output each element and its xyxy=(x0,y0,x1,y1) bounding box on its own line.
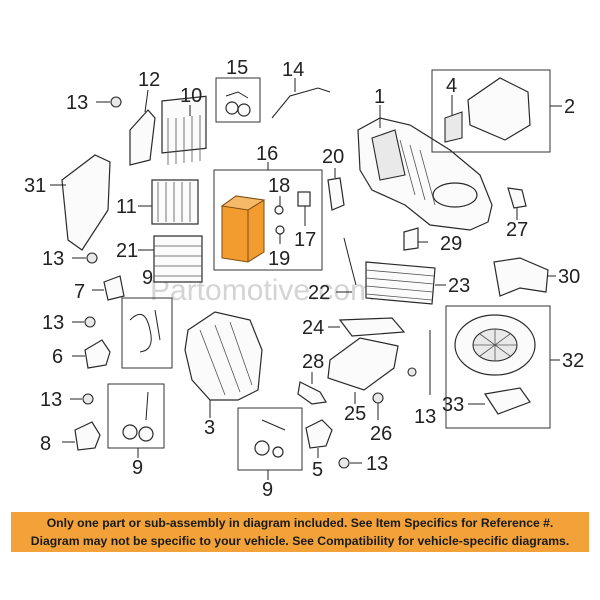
callout-13c: 13 xyxy=(42,312,64,334)
callout-16: 16 xyxy=(256,143,278,165)
callout-labels: 1 2 3 4 5 6 7 8 9 9 9 10 11 12 13 13 13 … xyxy=(24,57,584,501)
callout-31: 31 xyxy=(24,175,46,197)
callout-1: 1 xyxy=(374,86,385,108)
part-bracket-12 xyxy=(129,109,156,166)
part-hose-14 xyxy=(271,87,331,119)
part-heater-core-10 xyxy=(161,95,207,165)
callout-13f: 13 xyxy=(414,406,436,428)
callout-13e: 13 xyxy=(366,453,388,475)
callout-27: 27 xyxy=(506,219,528,241)
part-tube-22 xyxy=(343,237,357,286)
callout-6: 6 xyxy=(52,346,63,368)
leader-12 xyxy=(144,89,149,113)
part-linkage-9a xyxy=(129,309,161,353)
callout-22: 22 xyxy=(308,282,330,304)
part-actuator-5 xyxy=(305,419,333,449)
callout-12: 12 xyxy=(138,69,160,91)
callout-26: 26 xyxy=(370,423,392,445)
callout-8: 8 xyxy=(40,433,51,455)
callout-9b: 9 xyxy=(132,457,143,479)
callout-15: 15 xyxy=(226,57,248,79)
box-9b xyxy=(107,383,165,449)
box-15 xyxy=(215,77,261,123)
callout-13d: 13 xyxy=(40,389,62,411)
part-duct-30 xyxy=(493,257,549,297)
part-valve-17 xyxy=(297,191,311,207)
callout-11: 11 xyxy=(116,196,137,218)
part-expansion-valve-highlighted xyxy=(220,195,266,263)
disclaimer-line-1: Only one part or sub-assembly in diagram… xyxy=(46,516,554,530)
part-cabin-filter-23 xyxy=(365,261,436,305)
box-9a xyxy=(121,297,173,369)
box-2 xyxy=(431,69,551,153)
box-9c xyxy=(237,407,303,471)
part-linkage-9b xyxy=(122,391,154,442)
part-door-assembly xyxy=(444,77,531,143)
part-tray-25 xyxy=(327,337,399,391)
callout-24: 24 xyxy=(302,317,324,339)
part-bolt-13b xyxy=(72,252,98,264)
callout-18: 18 xyxy=(268,175,290,197)
callout-2: 2 xyxy=(564,96,575,118)
callout-3: 3 xyxy=(204,417,215,439)
part-filter-21 xyxy=(153,235,203,283)
part-clip-7 xyxy=(103,275,125,301)
part-blower-motor-32 xyxy=(454,314,536,376)
part-hvac-case xyxy=(357,117,493,231)
callout-7: 7 xyxy=(74,281,85,303)
part-clips-15 xyxy=(225,91,251,117)
part-plate-24 xyxy=(338,317,406,337)
part-bolt-13a xyxy=(96,96,122,108)
part-o-ring-18 xyxy=(274,205,284,215)
part-resistor-33 xyxy=(484,387,531,415)
callout-28: 28 xyxy=(302,351,324,373)
callout-21: 21 xyxy=(116,240,138,262)
part-o-ring-19 xyxy=(275,225,285,235)
callout-9c: 9 xyxy=(262,479,273,501)
part-sensor-20 xyxy=(327,177,345,211)
part-sensor-28 xyxy=(297,381,327,405)
callout-17: 17 xyxy=(294,229,316,251)
part-actuator-6 xyxy=(84,339,111,369)
disclaimer-banner: Only one part or sub-assembly in diagram… xyxy=(11,512,589,552)
callout-10: 10 xyxy=(180,85,202,107)
callout-13a: 13 xyxy=(66,92,88,114)
callout-20: 20 xyxy=(322,146,344,168)
part-bolt-13e xyxy=(338,457,362,469)
callout-33: 33 xyxy=(442,394,464,416)
box-32 xyxy=(445,305,551,429)
part-bolt-13d xyxy=(70,393,94,405)
part-screw-26 xyxy=(372,392,384,404)
disclaimer-line-2: Diagram may not be specific to your vehi… xyxy=(30,534,570,548)
callout-25: 25 xyxy=(344,403,366,425)
part-actuator-8 xyxy=(74,421,101,451)
part-bolt-13c xyxy=(72,316,96,328)
callout-29: 29 xyxy=(440,233,462,255)
callout-9a: 9 xyxy=(142,267,153,289)
part-bracket-31 xyxy=(61,154,111,251)
part-sensor-27 xyxy=(507,187,527,209)
callout-23: 23 xyxy=(448,275,470,297)
part-lower-case xyxy=(184,311,263,401)
part-linkage-9c xyxy=(254,419,286,458)
part-bolt-13f xyxy=(407,367,417,377)
callout-30: 30 xyxy=(558,266,580,288)
part-evaporator-11 xyxy=(151,179,199,225)
callout-13b: 13 xyxy=(42,248,64,270)
callout-14: 14 xyxy=(282,59,304,81)
callout-32: 32 xyxy=(562,350,584,372)
callout-19: 19 xyxy=(268,248,290,270)
callout-4: 4 xyxy=(446,75,457,97)
part-valve-29 xyxy=(403,227,419,251)
callout-5: 5 xyxy=(312,459,323,481)
